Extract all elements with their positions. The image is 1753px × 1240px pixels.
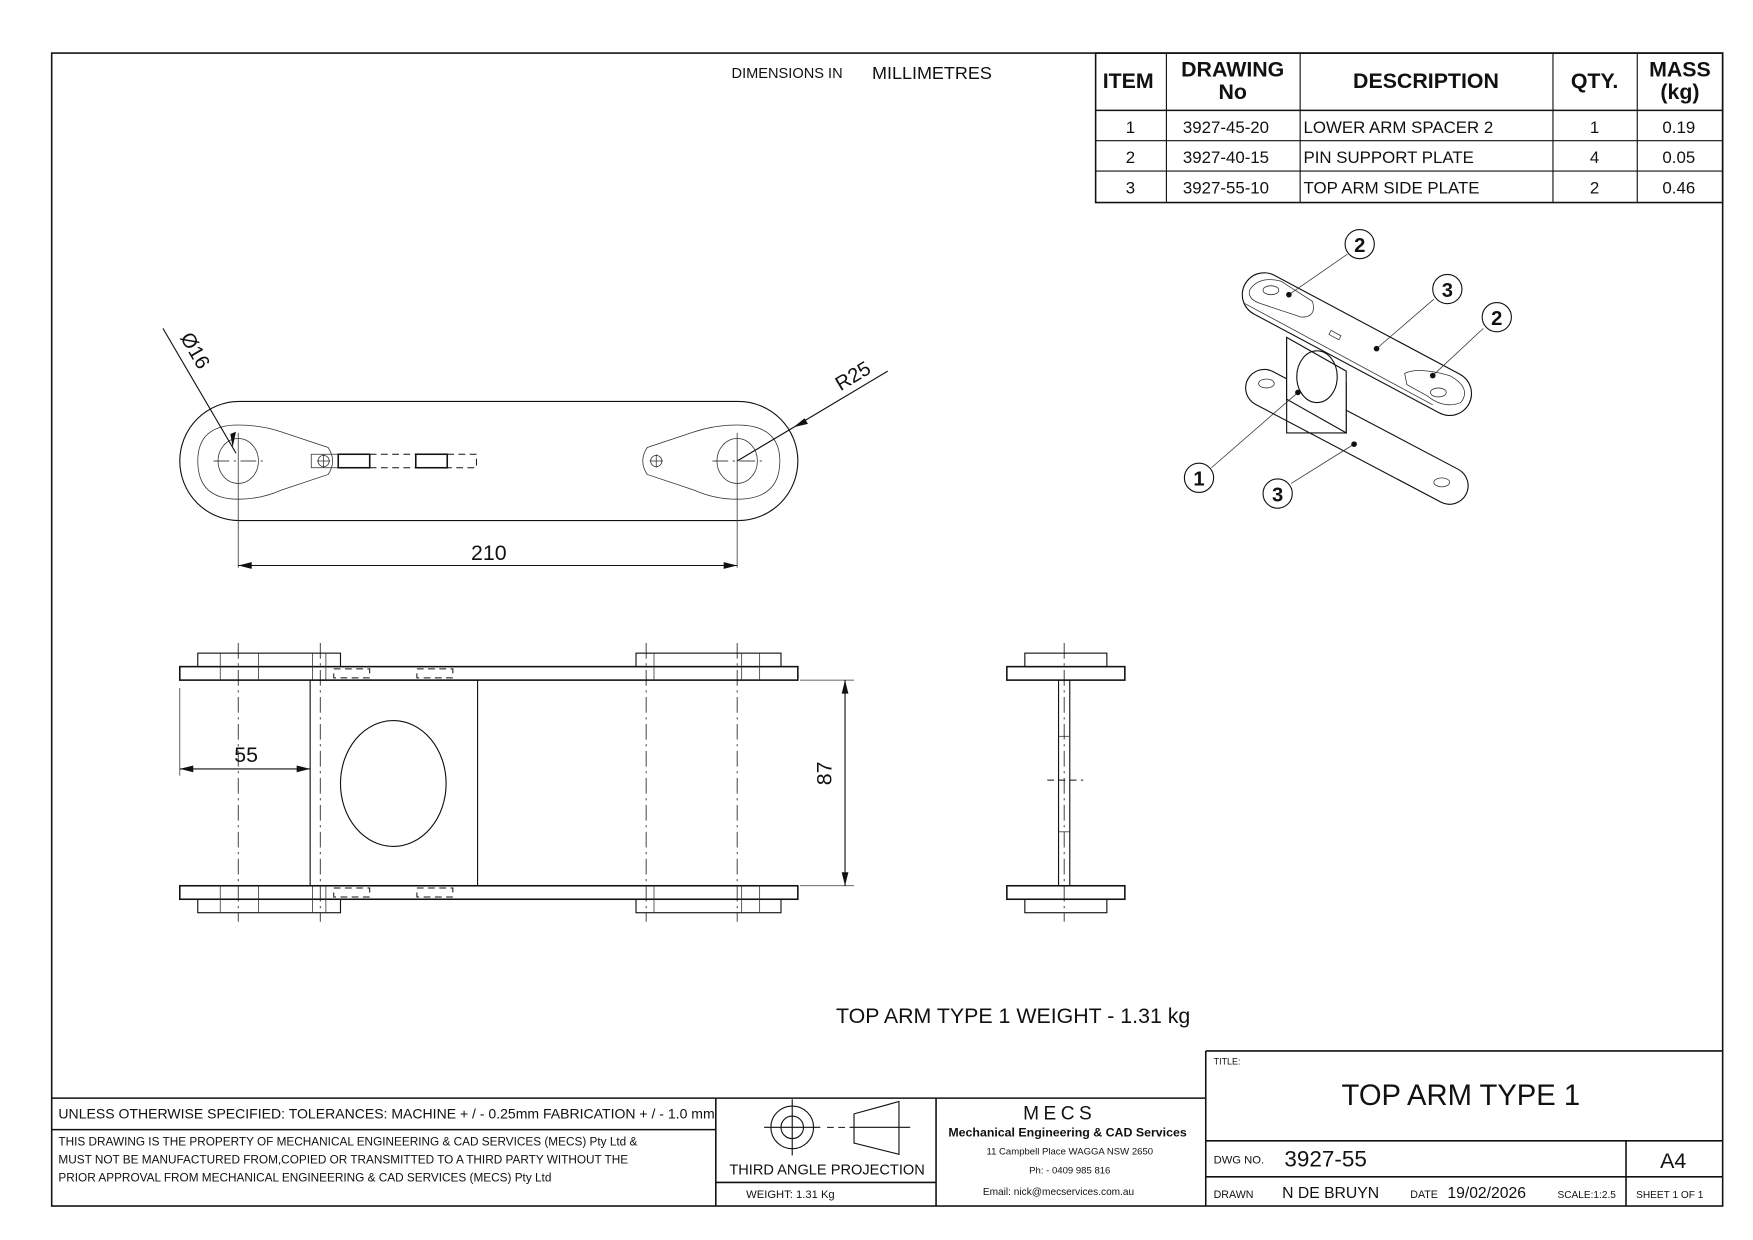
bom-description: PIN SUPPORT PLATE (1304, 148, 1474, 167)
company-logo: MECS (1023, 1103, 1096, 1124)
svg-text:2: 2 (1354, 235, 1365, 257)
bom-row: 3 3927-55-10 TOP ARM SIDE PLATE 2 0.46 (1126, 179, 1695, 198)
property-note-3: PRIOR APPROVAL FROM MECHANICAL ENGINEERI… (58, 1171, 551, 1184)
bom-description: LOWER ARM SPACER 2 (1304, 118, 1494, 137)
dimensions-unit: MILLIMETRES (872, 63, 992, 83)
balloon-leaders (1211, 253, 1484, 484)
bom-qty: 1 (1590, 118, 1599, 137)
bom-header-drawing-no: No (1218, 80, 1246, 104)
bom-header-description: DESCRIPTION (1353, 69, 1499, 93)
company-address: 11 Campbell Place WAGGA NSW 2650 (986, 1146, 1153, 1157)
bom-item: 1 (1126, 118, 1135, 137)
svg-text:3: 3 (1272, 484, 1283, 506)
bom-drawing: 3927-40-15 (1183, 148, 1269, 167)
dia-leader (162, 328, 237, 454)
bom-mass: 0.19 (1662, 118, 1695, 137)
front-view: 55 87 (179, 643, 855, 922)
spacer-hole (339, 720, 447, 847)
bom-drawing: 3927-45-20 (1183, 118, 1269, 137)
svg-text:3: 3 (1442, 280, 1453, 302)
bom-drawing: 3927-55-10 (1183, 179, 1269, 198)
company-phone: Ph: - 0409 985 816 (1029, 1165, 1110, 1176)
radius-leader (736, 370, 889, 462)
drawing-scale: SCALE:1:2.5 (1557, 1190, 1616, 1201)
dim-radius: R25 (832, 358, 875, 396)
property-note-1: THIS DRAWING IS THE PROPERTY OF MECHANIC… (58, 1135, 637, 1148)
bom-header-item: ITEM (1103, 69, 1154, 93)
drawing-title: TOP ARM TYPE 1 (1342, 1080, 1581, 1112)
dwg-no: 3927-55 (1284, 1147, 1366, 1172)
dimensions-label: DIMENSIONS IN (732, 66, 843, 82)
bom-item: 3 (1126, 179, 1135, 198)
side-view (1006, 643, 1126, 922)
bom-description: TOP ARM SIDE PLATE (1304, 179, 1480, 198)
company-name: Mechanical Engineering & CAD Services (948, 1125, 1186, 1139)
bom-header-mass-unit: (kg) (1660, 80, 1699, 104)
weight-label: WEIGHT: 1.31 Kg (746, 1189, 835, 1201)
drawing-date: 19/02/2026 (1447, 1185, 1526, 1202)
isometric-view: 2 3 2 1 3 (1183, 228, 1512, 509)
bom-item: 2 (1126, 148, 1135, 167)
tolerances-note: UNLESS OTHERWISE SPECIFIED: TOLERANCES: … (58, 1105, 714, 1121)
property-note-2: MUST NOT BE MANUFACTURED FROM,COPIED OR … (58, 1153, 628, 1166)
title-block: UNLESS OTHERWISE SPECIFIED: TOLERANCES: … (51, 1050, 1723, 1207)
balloon: 3 (1432, 273, 1463, 305)
drawn-by: N DE BRUYN (1282, 1185, 1379, 1202)
spacer-plate (309, 679, 479, 887)
balloon: 2 (1344, 228, 1375, 260)
third-angle-projection-icon (764, 1099, 911, 1156)
bom-table: ITEM DRAWING No DESCRIPTION QTY. MASS (k… (1094, 52, 1724, 204)
dwg-no-label: DWG NO. (1214, 1154, 1264, 1166)
dim-height: 87 (813, 762, 837, 786)
sheet-size: A4 (1660, 1149, 1686, 1173)
bom-header-qty: QTY. (1571, 69, 1618, 93)
top-view: 210 Ø16 R25 (162, 328, 889, 569)
drawn-label: DRAWN (1214, 1189, 1254, 1201)
bom-row: 1 3927-45-20 LOWER ARM SPACER 2 1 0.19 (1126, 118, 1695, 137)
side-plate-outline (179, 400, 799, 522)
bom-header-mass: MASS (1649, 58, 1711, 82)
pin-plate-right (642, 424, 781, 500)
dim-diameter: Ø16 (175, 329, 213, 373)
company-email: Email: nick@mecservices.com.au (983, 1187, 1134, 1198)
bom-header-drawing: DRAWING (1181, 58, 1284, 82)
dim-center-distance: 210 (471, 541, 507, 565)
svg-text:2: 2 (1491, 308, 1502, 330)
svg-text:1: 1 (1193, 469, 1204, 491)
dim-offset: 55 (234, 743, 258, 767)
bom-qty: 2 (1590, 179, 1599, 198)
date-label: DATE (1410, 1189, 1438, 1201)
bom-mass: 0.46 (1662, 179, 1695, 198)
sheet-number: SHEET 1 OF 1 (1636, 1190, 1704, 1201)
pin-plate-left (197, 424, 334, 500)
bom-mass: 0.05 (1662, 148, 1695, 167)
title-label: TITLE: (1214, 1056, 1241, 1066)
balloon: 3 (1262, 478, 1293, 509)
balloon: 1 (1183, 462, 1215, 494)
weight-note: TOP ARM TYPE 1 WEIGHT - 1.31 kg (836, 1004, 1190, 1028)
bom-row: 2 3927-40-15 PIN SUPPORT PLATE 4 0.05 (1126, 148, 1695, 167)
sheet-border (50, 52, 1724, 1207)
bom-qty: 4 (1590, 148, 1599, 167)
projection-label: THIRD ANGLE PROJECTION (729, 1163, 924, 1179)
balloon: 2 (1481, 301, 1512, 333)
